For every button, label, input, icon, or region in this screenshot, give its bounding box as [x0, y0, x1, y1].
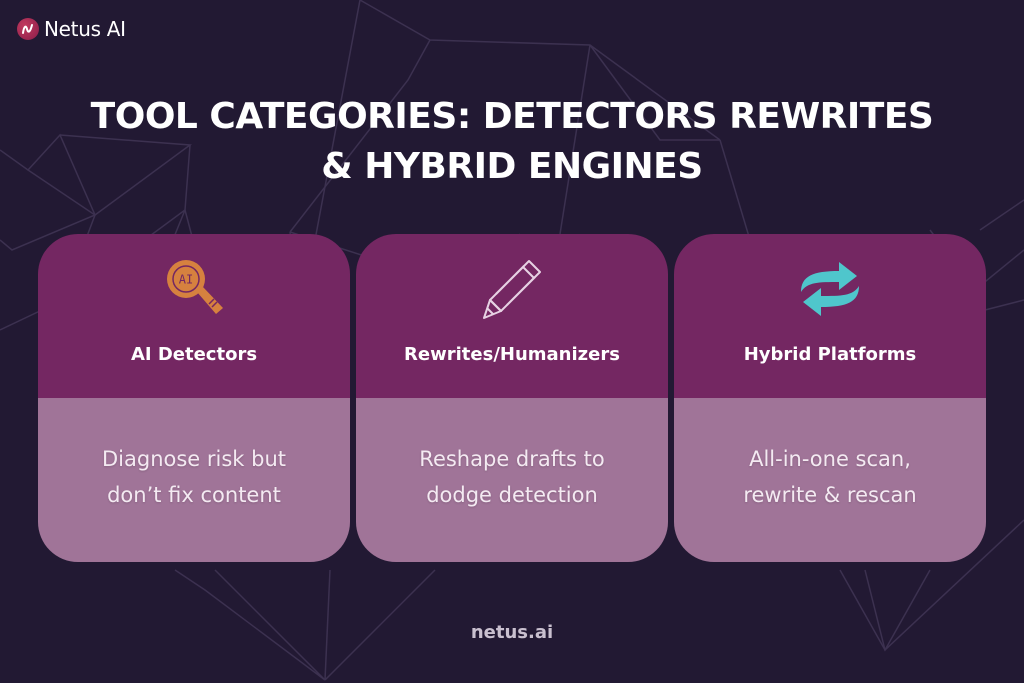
brand-name: Netus AI [44, 17, 126, 41]
card-hybrid-platforms: Hybrid Platforms All-in-one scan, rewrit… [674, 234, 986, 562]
card-body: Reshape drafts to dodge detection [356, 398, 668, 562]
footer-site-link[interactable]: netus.ai [470, 622, 554, 643]
title-line-1: TOOL CATEGORIES: DETECTORS REWRITES [90, 96, 934, 137]
card-title: Rewrites/Humanizers [404, 344, 620, 365]
card-title: AI Detectors [130, 344, 258, 365]
card-description-line-2: don’t fix content [107, 483, 281, 507]
card-description: Reshape drafts to dodge detection [392, 441, 632, 513]
card-header: Rewrites/Humanizers [356, 234, 668, 398]
card-header: AI AI Detectors [38, 234, 350, 398]
netus-logo-icon [17, 18, 39, 40]
card-title: Hybrid Platforms [743, 344, 917, 365]
pencil-icon [483, 260, 541, 319]
card-description: Diagnose risk but don’t fix content [74, 441, 314, 513]
title-line-2: & HYBRID ENGINES [321, 146, 703, 187]
page-title: TOOL CATEGORIES: DETECTORS REWRITES & HY… [0, 92, 1024, 192]
card-description-line-1: All-in-one scan, [749, 447, 911, 471]
card-ai-detectors: AI AI Detectors Diagnose risk but don’t … [38, 234, 350, 562]
card-header: Hybrid Platforms [674, 234, 986, 398]
ai-magnifier-icon: AI [167, 260, 223, 314]
card-description-line-1: Diagnose risk but [101, 447, 287, 471]
svg-text:AI: AI [179, 273, 193, 287]
card-description-line-2: rewrite & rescan [743, 483, 917, 507]
card-body: Diagnose risk but don’t fix content [38, 398, 350, 562]
card-description: All-in-one scan, rewrite & rescan [710, 441, 950, 513]
card-description-line-2: dodge detection [426, 483, 598, 507]
card-rewrites-humanizers: Rewrites/Humanizers Reshape drafts to do… [356, 234, 668, 562]
card-description-line-1: Reshape drafts to [419, 447, 605, 471]
refresh-arrows-icon [801, 262, 859, 316]
card-body: All-in-one scan, rewrite & rescan [674, 398, 986, 562]
brand-logo: Netus AI [17, 17, 126, 41]
